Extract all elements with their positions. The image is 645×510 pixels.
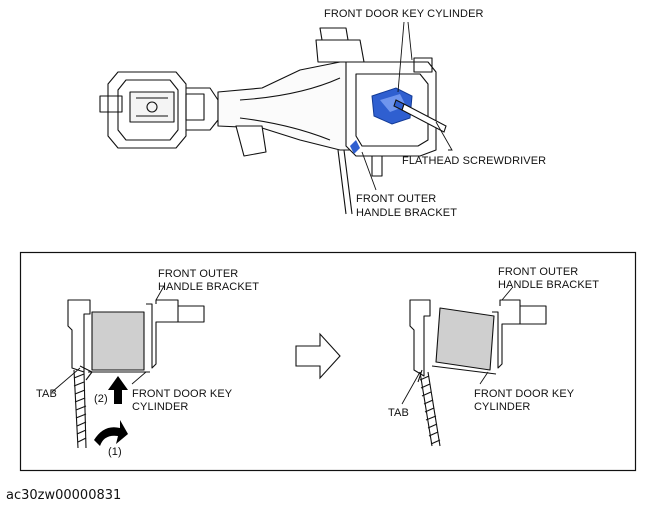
arrow-step-2 [108,376,128,404]
label-bracket-line2: HANDLE BRACKET [356,207,458,219]
left-cylinder-label-line1: FRONT DOOR KEY [132,388,233,400]
step-1-label: (1) [108,446,122,458]
right-bracket-label-line1: FRONT OUTER [498,266,579,278]
leader-lines [361,21,453,191]
right-leader-lines [401,287,513,405]
handle-assembly-illustration [99,21,453,215]
left-bracket-label-line1: FRONT OUTER [158,268,239,280]
left-bracket-label-line2: HANDLE BRACKET [158,281,260,293]
key-cylinder-highlight [350,87,413,154]
right-detail-drawing [409,299,547,447]
screwdriver-shape [393,99,447,133]
label-front-door-key-cylinder: FRONT DOOR KEY CYLINDER [324,8,484,20]
right-bracket-label-line2: HANDLE BRACKET [498,279,600,291]
right-cylinder-label-line1: FRONT DOOR KEY [474,388,575,400]
arrow-step-1 [94,420,128,446]
right-cylinder-label-line2: CYLINDER [474,401,531,413]
label-bracket-line1: FRONT OUTER [356,193,437,205]
transition-arrow [295,332,341,380]
step-2-label: (2) [94,393,108,405]
label-flathead-screwdriver: FLATHEAD SCREWDRIVER [402,155,547,167]
left-cylinder-label-line2: CYLINDER [132,401,189,413]
figure-id: ac30zw00000831 [6,488,122,503]
left-leader-lines [51,285,165,393]
left-detail-drawing [67,299,205,449]
right-tab-label: TAB [388,407,409,419]
left-tab-label: TAB [36,388,57,400]
